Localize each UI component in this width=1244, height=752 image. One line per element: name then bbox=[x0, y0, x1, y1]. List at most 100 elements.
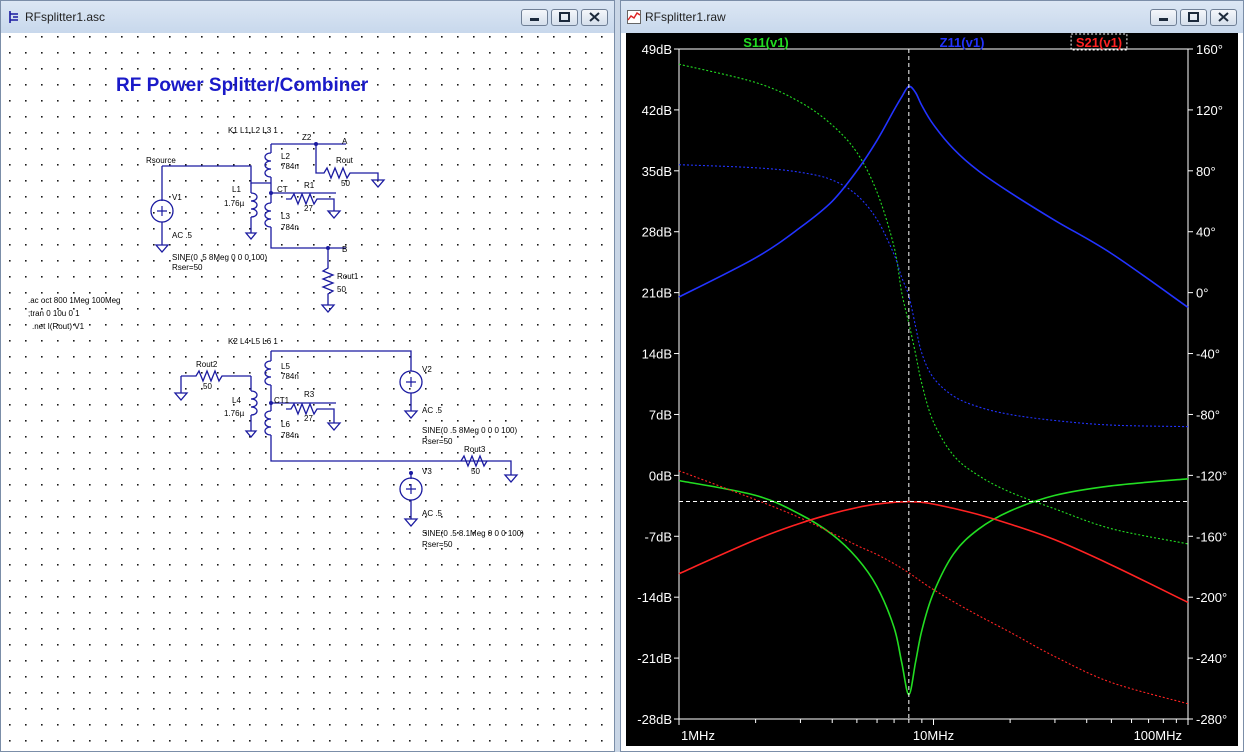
y-right-tick-label: 120° bbox=[1196, 103, 1223, 118]
v2-label: V2 bbox=[422, 365, 432, 374]
l3-label: L3 bbox=[281, 212, 290, 221]
circuit-2-nodes bbox=[269, 401, 413, 475]
legend-entry: S21(v1) bbox=[1076, 35, 1122, 50]
schematic-title: RFsplitter1.asc bbox=[25, 10, 106, 24]
series-line-z11-v1--magnitude bbox=[678, 85, 1189, 309]
v3-ac: AC .5 bbox=[422, 509, 443, 518]
y-left-tick-label: 28dB bbox=[642, 225, 672, 240]
rout-value: 50 bbox=[341, 179, 350, 188]
schematic-canvas[interactable]: RF Power Splitter/Combiner bbox=[6, 33, 611, 748]
x-tick-label: 100MHz bbox=[1134, 728, 1182, 743]
maximize-button[interactable] bbox=[551, 9, 578, 26]
y-left-tick-label: -7dB bbox=[645, 529, 672, 544]
y-left-tick-label: 35dB bbox=[642, 164, 672, 179]
x-tick-label: 10MHz bbox=[913, 728, 954, 743]
close-button[interactable] bbox=[1210, 9, 1237, 26]
l4-value: 1.76µ bbox=[224, 409, 245, 418]
l6-value: 784n bbox=[281, 431, 299, 440]
close-icon bbox=[1218, 12, 1229, 22]
y-left-tick-label: -21dB bbox=[637, 651, 672, 666]
rout-label: Rout bbox=[336, 156, 354, 165]
rout2-label: Rout2 bbox=[196, 360, 218, 369]
y-left-tick-label: 0dB bbox=[649, 468, 672, 483]
waveform-titlebar[interactable]: RFsplitter1.raw bbox=[621, 1, 1243, 33]
v1-sine: SINE(0 .5 8Meg 0 0 0 100) bbox=[172, 253, 268, 262]
net-b: B bbox=[342, 245, 347, 254]
schematic-window[interactable]: RFsplitter1.asc RF Power Splitter/Combin… bbox=[0, 0, 615, 752]
schematic-titlebar[interactable]: RFsplitter1.asc bbox=[1, 1, 614, 33]
y-left-tick-label: 7dB bbox=[649, 407, 672, 422]
rout1-value: 50 bbox=[337, 285, 346, 294]
circuit-2-wires bbox=[173, 350, 519, 527]
coupling-k1: K1 L1 L2 L3 1 bbox=[228, 126, 278, 135]
v3-rser: Rser=50 bbox=[422, 540, 453, 549]
maximize-button[interactable] bbox=[1180, 9, 1207, 26]
minimize-button[interactable] bbox=[521, 9, 548, 26]
r3-label: R3 bbox=[304, 390, 315, 399]
v1-label: V1 bbox=[172, 193, 182, 202]
l2-value: 784n bbox=[281, 162, 299, 171]
schematic-drawing[interactable]: RF Power Splitter/Combiner bbox=[6, 33, 611, 748]
y-left-tick-label: 49dB bbox=[642, 42, 672, 57]
v3-sine: SINE(0 .5 8.1Meg 0 0 0 100) bbox=[422, 529, 524, 538]
v3-label: V3 bbox=[422, 467, 432, 476]
series-line-s21-v1--magnitude bbox=[678, 500, 1189, 604]
rout2-value: 50 bbox=[203, 382, 212, 391]
l3-value: 784n bbox=[281, 223, 299, 232]
minimize-button[interactable] bbox=[1150, 9, 1177, 26]
schematic-icon bbox=[9, 11, 18, 23]
x-tick-label: 1MHz bbox=[681, 728, 715, 743]
y-right-tick-label: -80° bbox=[1196, 407, 1220, 422]
legend-entry: S11(v1) bbox=[743, 35, 789, 50]
net-a: A bbox=[342, 137, 348, 146]
directive-ac: .ac oct 800 1Meg 100Meg bbox=[28, 296, 121, 305]
y-left-tick-label: -28dB bbox=[637, 712, 672, 727]
plot-frame bbox=[678, 48, 1189, 720]
l5-label: L5 bbox=[281, 362, 290, 371]
v2-sine: SINE(0 .5 8Meg 0 0 0 100) bbox=[422, 426, 518, 435]
net-z2: Z2 bbox=[302, 133, 312, 142]
directive-net: .net I(Rout) V1 bbox=[32, 322, 85, 331]
l2-label: L2 bbox=[281, 152, 290, 161]
v1-ac: AC .5 bbox=[172, 231, 193, 240]
y-right-tick-label: -160° bbox=[1196, 529, 1227, 544]
rout3-label: Rout3 bbox=[464, 445, 486, 454]
r3-value: 27 bbox=[304, 414, 313, 423]
l1-label: L1 bbox=[232, 185, 241, 194]
l5-value: 784n bbox=[281, 372, 299, 381]
maximize-icon bbox=[559, 12, 570, 22]
y-right-tick-label: 0° bbox=[1196, 286, 1208, 301]
y-right-tick-label: -240° bbox=[1196, 651, 1227, 666]
r1-label: R1 bbox=[304, 181, 315, 190]
minimize-icon bbox=[1159, 18, 1168, 21]
y-left-tick-label: 42dB bbox=[642, 103, 672, 118]
y-left-tick-label: 21dB bbox=[642, 286, 672, 301]
l4-label: L4 bbox=[232, 396, 241, 405]
y-left-tick-label: 14dB bbox=[642, 347, 672, 362]
minimize-icon bbox=[530, 18, 539, 21]
y-right-tick-label: 80° bbox=[1196, 164, 1216, 179]
v1-rser: Rser=50 bbox=[172, 263, 203, 272]
rsource-label: Rsource bbox=[146, 156, 176, 165]
y-right-tick-label: -280° bbox=[1196, 712, 1227, 727]
waveform-title: RFsplitter1.raw bbox=[645, 10, 726, 24]
v2-rser: Rser=50 bbox=[422, 437, 453, 446]
series-line-s21-v1--phase bbox=[678, 470, 1189, 705]
y-right-tick-label: -120° bbox=[1196, 468, 1227, 483]
r1-value: 27 bbox=[304, 204, 313, 213]
legend-entry: Z11(v1) bbox=[940, 35, 985, 50]
series-line-z11-v1--phase bbox=[678, 164, 1189, 428]
waveform-plot[interactable]: 49dB42dB35dB28dB21dB14dB7dB0dB-7dB-14dB-… bbox=[626, 33, 1240, 748]
y-right-tick-label: -200° bbox=[1196, 590, 1227, 605]
ct-label: CT bbox=[277, 185, 288, 194]
close-button[interactable] bbox=[581, 9, 608, 26]
y-right-tick-label: 40° bbox=[1196, 225, 1216, 240]
ct1-label: CT1 bbox=[274, 396, 290, 405]
schematic-heading: RF Power Splitter/Combiner bbox=[116, 75, 369, 96]
series-line-s11-v1--phase bbox=[678, 63, 1189, 545]
circuit-1-labels: K1 L1 L2 L3 1 Z2 A Rsource L2 784n Rout … bbox=[28, 126, 359, 331]
rout1-label: Rout1 bbox=[337, 272, 359, 281]
waveform-window[interactable]: RFsplitter1.raw 49dB 42dB 35dB 28dB 21dB 14dB… bbox=[620, 0, 1244, 752]
l6-label: L6 bbox=[281, 420, 290, 429]
